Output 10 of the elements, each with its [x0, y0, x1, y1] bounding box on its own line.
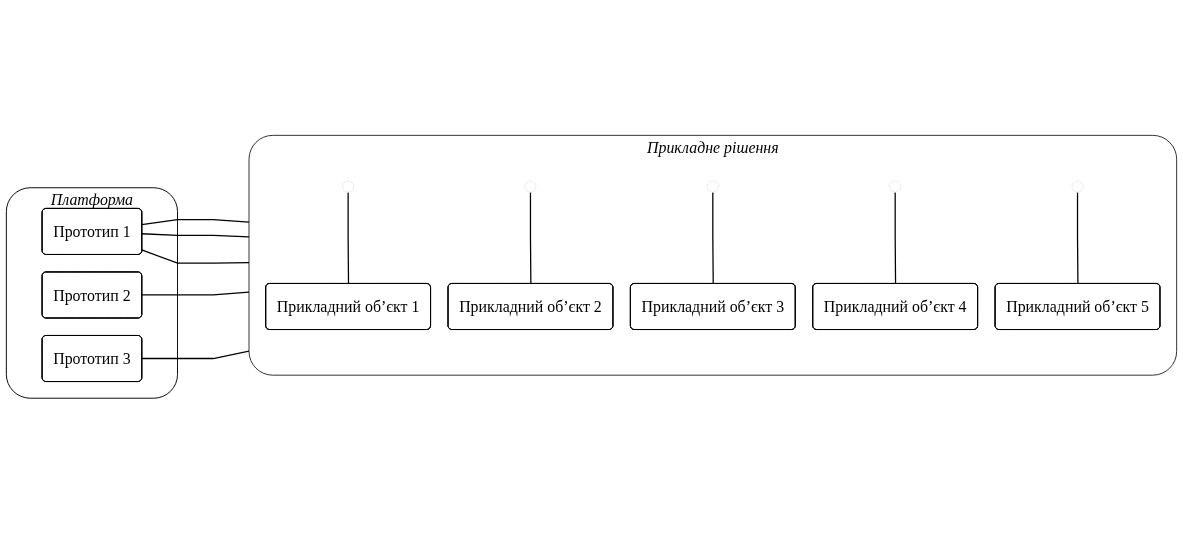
connector-line — [141, 291, 250, 296]
connector-line — [347, 191, 350, 285]
connector-line — [141, 249, 250, 264]
connector-line — [141, 218, 250, 225]
connector-line — [1076, 191, 1079, 285]
connector-line — [529, 191, 532, 285]
connector-line — [141, 232, 250, 238]
connector-line — [712, 191, 714, 285]
connector-line — [894, 191, 897, 285]
connector-line — [141, 350, 250, 359]
